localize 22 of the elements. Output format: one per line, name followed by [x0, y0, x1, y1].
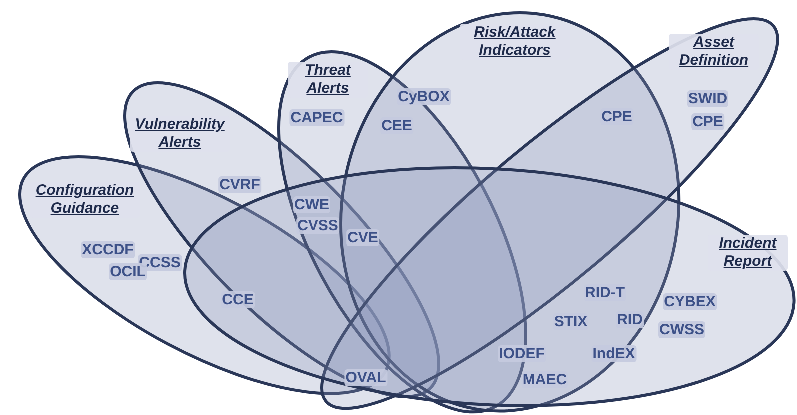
standard-label: XCCDF	[81, 242, 135, 258]
standard-label: CPE	[692, 114, 724, 130]
standard-label: CVSS	[296, 218, 340, 234]
standard-label: CEE	[380, 118, 414, 134]
standard-label: OVAL	[344, 370, 388, 386]
standard-label: CAPEC	[290, 110, 344, 126]
standard-label: RID	[616, 312, 644, 328]
standard-label: IndEX	[592, 346, 636, 362]
standard-label: CWSS	[658, 322, 706, 338]
standard-label: CWE	[294, 196, 330, 214]
standard-label: MAEC	[522, 372, 568, 388]
standard-label: CCE	[221, 292, 255, 308]
category-heading: Threat Alerts	[288, 62, 368, 98]
category-ellipse	[183, 166, 797, 408]
standard-label: CyBOX	[397, 88, 451, 106]
standard-label: IODEF	[498, 346, 546, 362]
standard-label: OCIL	[109, 264, 147, 280]
standard-label: CYBEX	[663, 294, 717, 310]
standard-label: CVRF	[218, 176, 262, 194]
standard-label: SWID	[687, 90, 729, 108]
standard-label: CVE	[346, 230, 380, 246]
standard-label: CPE	[600, 108, 634, 126]
